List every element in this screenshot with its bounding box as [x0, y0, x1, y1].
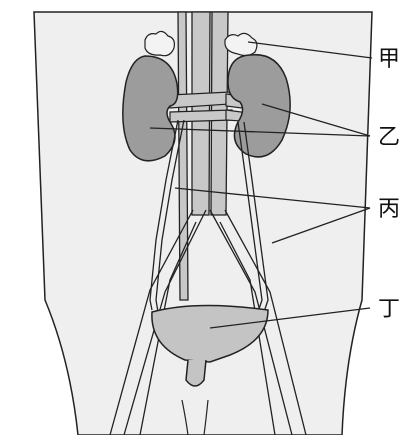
label-jia: 甲 — [378, 47, 400, 72]
label-ding: 丁 — [378, 297, 400, 322]
urethra — [186, 360, 206, 386]
label-yi: 乙 — [378, 125, 400, 150]
label-bing: 丙 — [378, 197, 400, 222]
